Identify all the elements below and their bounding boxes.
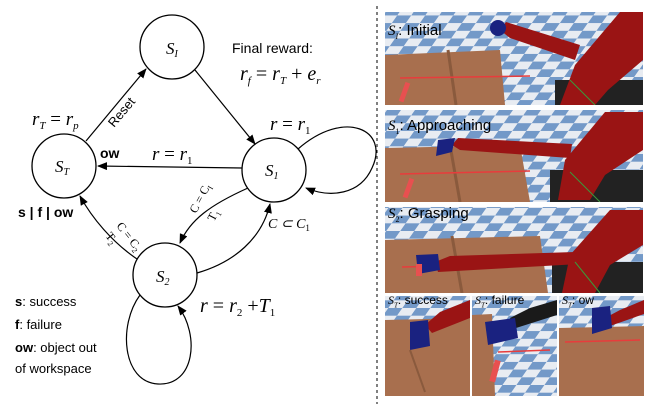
r-equals-r1-top-label: r = r1: [270, 114, 311, 137]
r-equals-r1-mid-label: r = r1: [152, 144, 193, 167]
panel-label-approaching: S1: Approaching: [388, 117, 492, 136]
edge-s2-to-s1: [196, 203, 272, 274]
legend-item-ow: ow: object out: [15, 340, 97, 355]
edge-s1-to-terminal: [97, 162, 243, 171]
edge-s2-to-terminal: [79, 195, 138, 260]
edge-initial-to-s1: [194, 69, 256, 145]
simulation-panels: [385, 12, 644, 396]
panel-initial: [385, 12, 643, 105]
table: [559, 326, 644, 396]
rt-equals-rp-label: rT = rp: [32, 109, 79, 132]
legend: s: success f: failure ow: object out of …: [15, 294, 97, 376]
panel-label-initial: SI: Initial: [388, 22, 442, 41]
node-state1: S1: [241, 137, 307, 203]
node-terminal: ST: [31, 133, 97, 199]
edge-reset: [85, 68, 147, 142]
r-equals-r2-plus-t1-label: r = r2 +T1: [200, 295, 275, 319]
panel-label-failure: ST: failure: [475, 293, 525, 310]
panel-terminal-ow: [559, 296, 644, 396]
panel-label-success: ST: success: [388, 293, 448, 310]
panel-label-grasping: S2: Grasping: [388, 205, 469, 224]
panel-grasping: [385, 207, 643, 293]
table: [385, 318, 470, 396]
t1-label: T1: [204, 207, 223, 225]
robot-arm: [558, 112, 643, 200]
edge-s2-self-loop: [125, 294, 192, 385]
edge-s1-self-loop: [297, 126, 377, 196]
panel-terminal-failure: [472, 296, 557, 396]
robot-arm: [605, 300, 644, 326]
state-transition-diagram: SI S1 ST S2 Reset rT = rp r = r1 r = r1 …: [15, 6, 378, 404]
c-equals-ci-label: C = CI: [186, 181, 215, 217]
robot-arm: [425, 300, 470, 333]
final-reward-formula: rf = rT + er: [240, 63, 321, 87]
final-reward-title: Final reward:: [232, 40, 313, 56]
panel-terminal-success: [385, 296, 470, 396]
robot-arm: [562, 210, 643, 293]
legend-item-failure: f: failure: [15, 317, 62, 332]
robot-arm: [510, 300, 557, 328]
robot-arm: [560, 12, 643, 105]
edge-s1-to-s2: [179, 187, 249, 244]
c-subset-c1-label: C ⊂ C1: [268, 217, 310, 233]
legend-item-success: s: success: [15, 294, 77, 309]
table: [385, 145, 530, 202]
node-initial: SI: [139, 14, 205, 80]
legend-item-ow-cont: of workspace: [15, 361, 92, 376]
c-equals-c2-label: C = C2: [112, 219, 145, 255]
panel-approaching: [385, 110, 643, 202]
node-state2: S2: [132, 242, 198, 308]
ow-edge-label: ow: [100, 145, 120, 161]
terminal-condition-label: s | f | ow: [18, 204, 73, 220]
panel-label-ow: ST: ow: [562, 293, 594, 310]
